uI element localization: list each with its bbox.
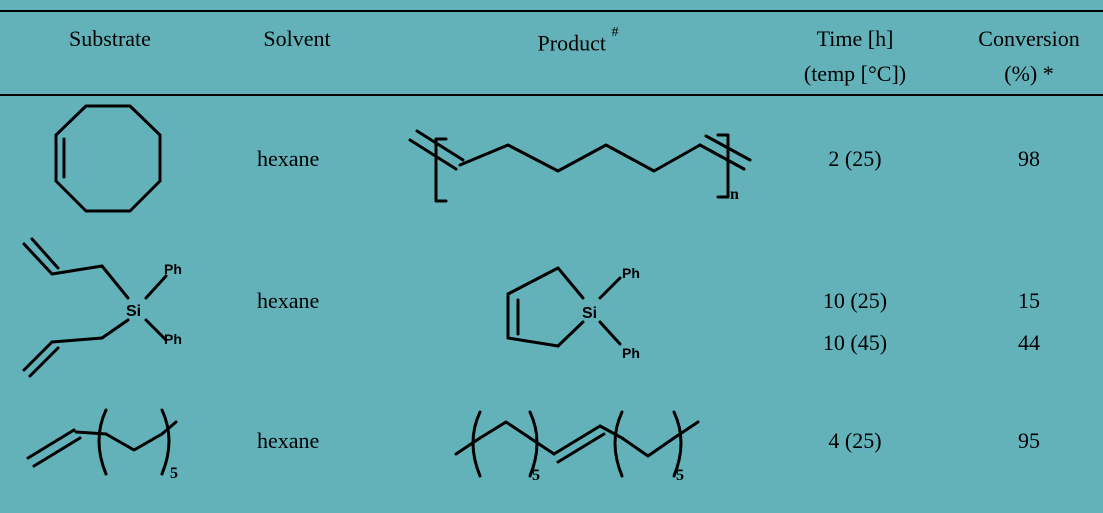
row3-product-subscript-left: 5 (532, 467, 540, 484)
row1-solvent: hexane (257, 146, 320, 171)
table-header-rule (0, 94, 1103, 96)
row2-product-si: Si (582, 305, 597, 322)
header-time-line2: (temp [°C]) (803, 61, 907, 86)
row2-conversion-0: 15 (1018, 288, 1040, 313)
header-substrate: Substrate (69, 26, 151, 51)
row3-product-subscript-right: 5 (676, 467, 684, 484)
row2-substrate-diallyldiphenylsilane: Si Ph Ph (22, 237, 182, 378)
row2-product-ph-top: Ph (622, 265, 640, 281)
row3-conversion-0: 95 (1018, 428, 1040, 453)
row2-solvent: hexane (257, 288, 320, 313)
row2-substrate-ph-bottom: Ph (164, 331, 182, 347)
row2-product-ph-bottom: Ph (622, 345, 640, 361)
row3-product-internal-alkene: 5 5 (454, 410, 700, 484)
row2-conversion-1: 44 (1018, 330, 1040, 355)
row2-substrate-ph-top: Ph (164, 261, 182, 277)
row3-substrate-1-decene: 5 (26, 408, 178, 482)
row2-substrate-si: Si (126, 303, 141, 320)
row1-product-subscript: n (730, 186, 739, 203)
table-top-rule (0, 10, 1103, 12)
row3-time-0: 4 (25) (828, 428, 882, 453)
row2-product-silacyclopentene: Si Ph Ph (506, 265, 640, 361)
row1-substrate-cyclooctene (54, 104, 162, 213)
header-solvent: Solvent (263, 26, 331, 51)
header-product: Product # (537, 25, 619, 56)
header-conversion-line1: Conversion (978, 26, 1080, 51)
header-product-label: Product (537, 30, 606, 56)
row1-time-0: 2 (25) (828, 146, 882, 171)
row3-substrate-subscript: 5 (170, 465, 178, 482)
row2-time-0: 10 (25) (822, 288, 888, 313)
header-product-mark: # (611, 25, 619, 40)
row2-time-1: 10 (45) (822, 330, 888, 355)
header-time-line1: Time [h] (816, 26, 894, 51)
row3-solvent: hexane (257, 428, 320, 453)
row1-conversion-0: 98 (1018, 146, 1040, 171)
header-conversion-line2: (%) * (1004, 61, 1054, 86)
row1-product-polyoctenamer: n (408, 129, 752, 203)
